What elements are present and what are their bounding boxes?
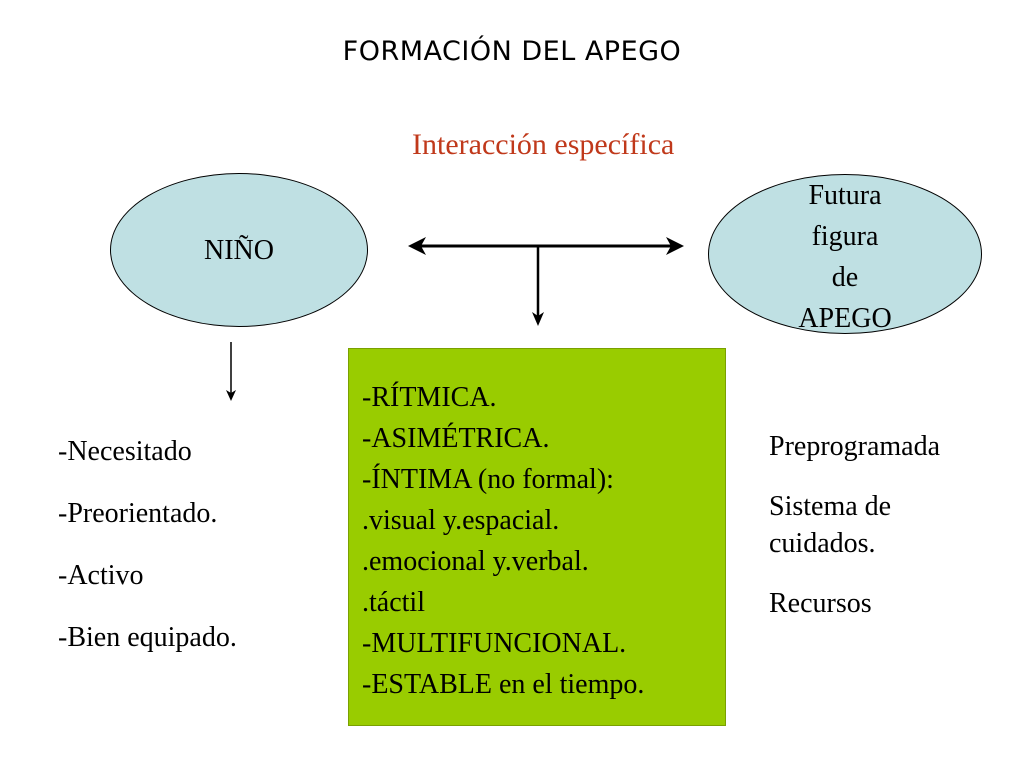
nino-trait: -Bien equipado. [58,622,237,653]
nino-label: NIÑO [204,234,274,266]
quality-item: -MULTIFUNCIONAL. [362,628,627,659]
figura-traits-list: Preprogramada Sistema de cuidados. Recur… [769,428,940,622]
quality-item: -ESTABLE en el tiempo. [362,669,645,700]
interaction-label: Interacción específica [412,128,675,161]
quality-item: -ASIMÉTRICA. [362,423,550,454]
figura-label-line: figura [811,221,879,252]
quality-item: -RÍTMICA. [362,382,497,413]
quality-item: -ÍNTIMA (no formal): [362,464,614,495]
figura-apego-node: Futura figura de APEGO [708,174,982,334]
figura-trait: cuidados. [769,528,876,559]
figura-trait: Sistema de [769,491,892,522]
quality-item: .visual y.espacial. [362,505,560,536]
nino-traits-list: -Necesitado -Preorientado. -Activo -Bien… [58,436,237,684]
nino-down-arrow [226,342,236,401]
figura-label-line: Futura [808,180,882,211]
figura-label-line: APEGO [798,303,892,334]
figura-label-line: de [831,262,859,293]
figura-trait: Preprogramada [769,431,941,462]
center-down-arrow [532,246,544,326]
nino-trait: -Preorientado. [58,498,218,529]
figura-trait: Recursos [769,588,872,619]
quality-item: .emocional y.verbal. [362,546,589,577]
quality-item: .táctil [362,587,425,618]
nino-trait: -Activo [58,560,144,591]
nino-node: NIÑO [110,173,368,327]
nino-trait: -Necesitado [58,436,192,467]
bidirectional-arrow [408,237,684,255]
interaction-qualities-box: -RÍTMICA. -ASIMÉTRICA. -ÍNTIMA (no forma… [348,348,726,726]
slide-title: FORMACIÓN DEL APEGO [342,36,682,67]
